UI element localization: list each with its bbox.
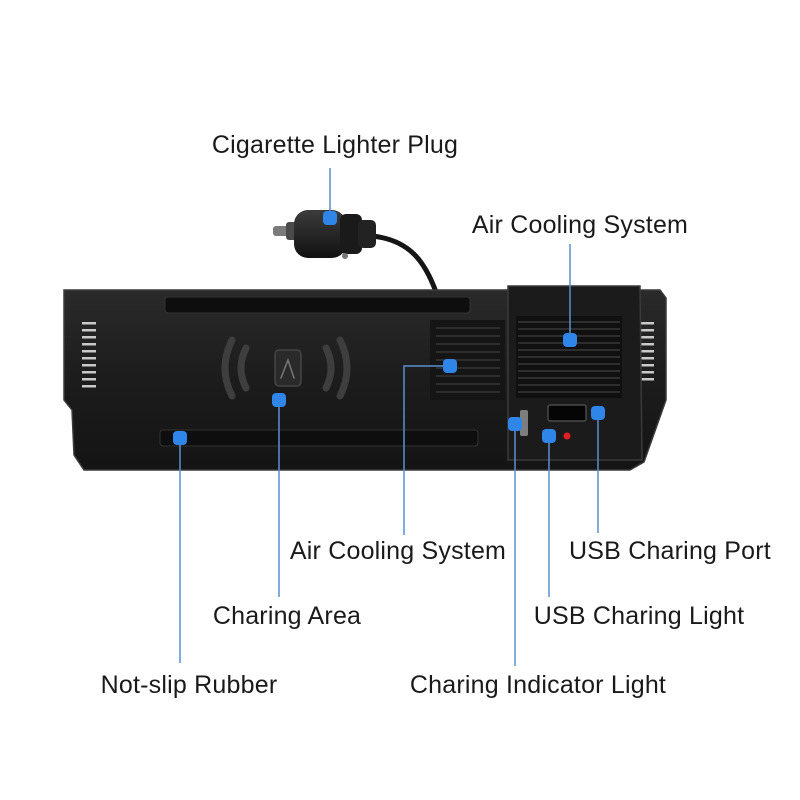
indicator-light-bar	[520, 410, 528, 436]
label-usb-charging-port: USB Charing Port	[569, 537, 771, 565]
callout-dot-usb-port	[591, 406, 605, 420]
callout-dot-air-bottom	[443, 359, 457, 373]
label-usb-charging-light: USB Charing Light	[533, 602, 745, 630]
callout-dot-rubber	[173, 431, 187, 445]
label-air-cooling-top: Air Cooling System	[471, 211, 689, 239]
cooling-module	[507, 285, 643, 461]
callout-dot-indicator	[508, 417, 522, 431]
usb-port	[547, 404, 587, 422]
label-non-slip-rubber: Not-slip Rubber	[100, 671, 278, 699]
wireless-charging-icon	[221, 336, 351, 400]
label-charging-indicator-light: Charing Indicator Light	[409, 671, 667, 699]
callout-dot-usb-light	[542, 429, 556, 443]
usb-light-led	[563, 432, 571, 440]
label-cigarette-lighter-plug: Cigarette Lighter Plug	[211, 131, 459, 159]
callout-dot-air-top	[563, 333, 577, 347]
inner-cooling-grille	[430, 320, 505, 400]
callout-dot-lighter	[323, 211, 337, 225]
label-air-cooling-bottom: Air Cooling System	[289, 537, 507, 565]
callout-line-air-bottom	[403, 365, 450, 535]
label-charging-area: Charing Area	[212, 602, 362, 630]
callout-dot-charging-area	[272, 393, 286, 407]
power-cable	[371, 233, 439, 293]
